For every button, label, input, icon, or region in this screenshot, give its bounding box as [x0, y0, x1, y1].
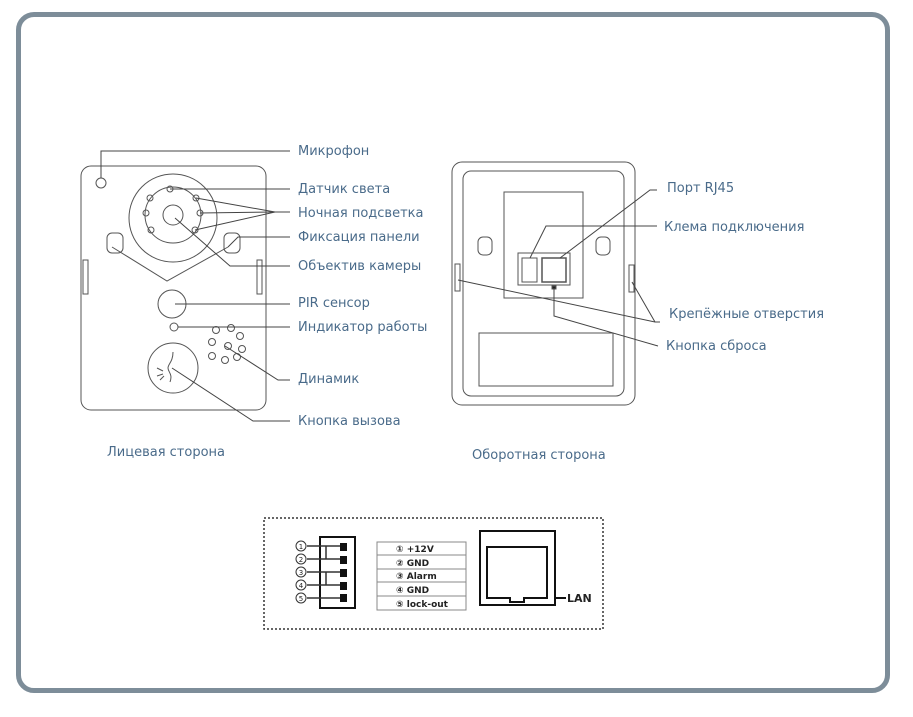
lan-socket-outer	[479, 530, 556, 606]
label-status-indicator: Индикатор работы	[298, 320, 428, 335]
label-terminal-block: Клема подключения	[664, 220, 805, 235]
ir-led	[142, 209, 150, 217]
pin-row-2: ② GND	[396, 559, 429, 569]
pin-numbers: 1 2 3 4 5	[299, 543, 304, 603]
lan-label: LAN	[567, 592, 592, 605]
label-mounting-holes: Крепёжные отверстия	[669, 307, 825, 322]
terminal-pins	[340, 543, 347, 602]
front-caption: Лицевая сторона	[107, 445, 225, 460]
side-slot-left	[82, 259, 89, 295]
back-leader-lines	[457, 189, 660, 347]
svg-text:3: 3	[299, 569, 303, 577]
call-sound-icon	[156, 367, 165, 381]
back-body-inner	[462, 170, 625, 397]
microphone-hole	[95, 177, 107, 189]
rj45-socket	[541, 257, 567, 283]
ir-led	[191, 226, 199, 234]
pin-number-circles	[295, 540, 307, 604]
terminal-block	[521, 257, 538, 283]
pin-table	[376, 541, 467, 611]
label-call-button: Кнопка вызова	[298, 414, 401, 429]
label-panel-lock: Фиксация панели	[298, 230, 420, 245]
front-body	[80, 165, 267, 411]
lan-socket-inner	[486, 546, 548, 603]
front-leader-lines	[100, 150, 290, 422]
label-night-light: Ночная подсветка	[298, 206, 424, 221]
back-lock-left	[477, 236, 493, 256]
pin-row-5: ⑤ lock-out	[396, 600, 449, 610]
ir-led	[146, 194, 154, 202]
side-slot-right	[256, 259, 263, 295]
wiring-dashed-border	[263, 517, 604, 630]
connector-area	[517, 252, 571, 286]
camera-ring-inner	[144, 186, 202, 244]
panel-v-line	[111, 246, 229, 282]
svg-text:5: 5	[299, 595, 303, 603]
label-pir-sensor: PIR сенсор	[298, 296, 370, 311]
mount-hole-left	[454, 263, 461, 292]
camera-ring-outer	[128, 173, 218, 263]
outer-frame	[16, 12, 890, 693]
pin-row-4: ④ GND	[396, 586, 429, 596]
label-camera-lens: Объектив камеры	[298, 259, 422, 274]
svg-text:1: 1	[299, 543, 303, 551]
mount-hole-right	[628, 264, 635, 293]
back-caption: Оборотная сторона	[472, 448, 606, 463]
label-microphone: Микрофон	[298, 144, 370, 159]
call-button-circle	[147, 342, 199, 394]
speaker-holes	[208, 324, 246, 364]
ir-led	[192, 194, 200, 202]
label-light-sensor: Датчик света	[298, 182, 391, 197]
back-body-outer	[451, 161, 636, 406]
reset-button-dot	[551, 285, 557, 290]
svg-text:4: 4	[299, 582, 304, 590]
pin-row-3: ③ Alarm	[396, 572, 437, 582]
label-speaker: Динамик	[298, 372, 360, 387]
camera-lens	[162, 204, 184, 226]
panel-lock-right	[223, 232, 241, 254]
pin-row-1: ① +12V	[396, 545, 434, 555]
label-rj45-port: Порт RJ45	[667, 181, 735, 196]
status-led	[169, 322, 179, 332]
pin-wires	[307, 545, 340, 599]
back-lock-right	[595, 236, 611, 256]
call-face-icon	[167, 351, 174, 383]
wiring-diagram: 1 2 3 4 5 ① +12V ② GND ③ Alarm ④ GND ⑤ loc…	[263, 517, 604, 630]
pin-table-rows	[377, 554, 466, 597]
label-reset-button: Кнопка сброса	[666, 339, 767, 354]
back-label-plate	[478, 332, 614, 387]
ir-led	[147, 226, 155, 234]
panel-lock-left	[106, 232, 124, 254]
svg-text:2: 2	[299, 556, 303, 564]
front-panel	[80, 150, 290, 422]
back-panel	[451, 161, 660, 406]
